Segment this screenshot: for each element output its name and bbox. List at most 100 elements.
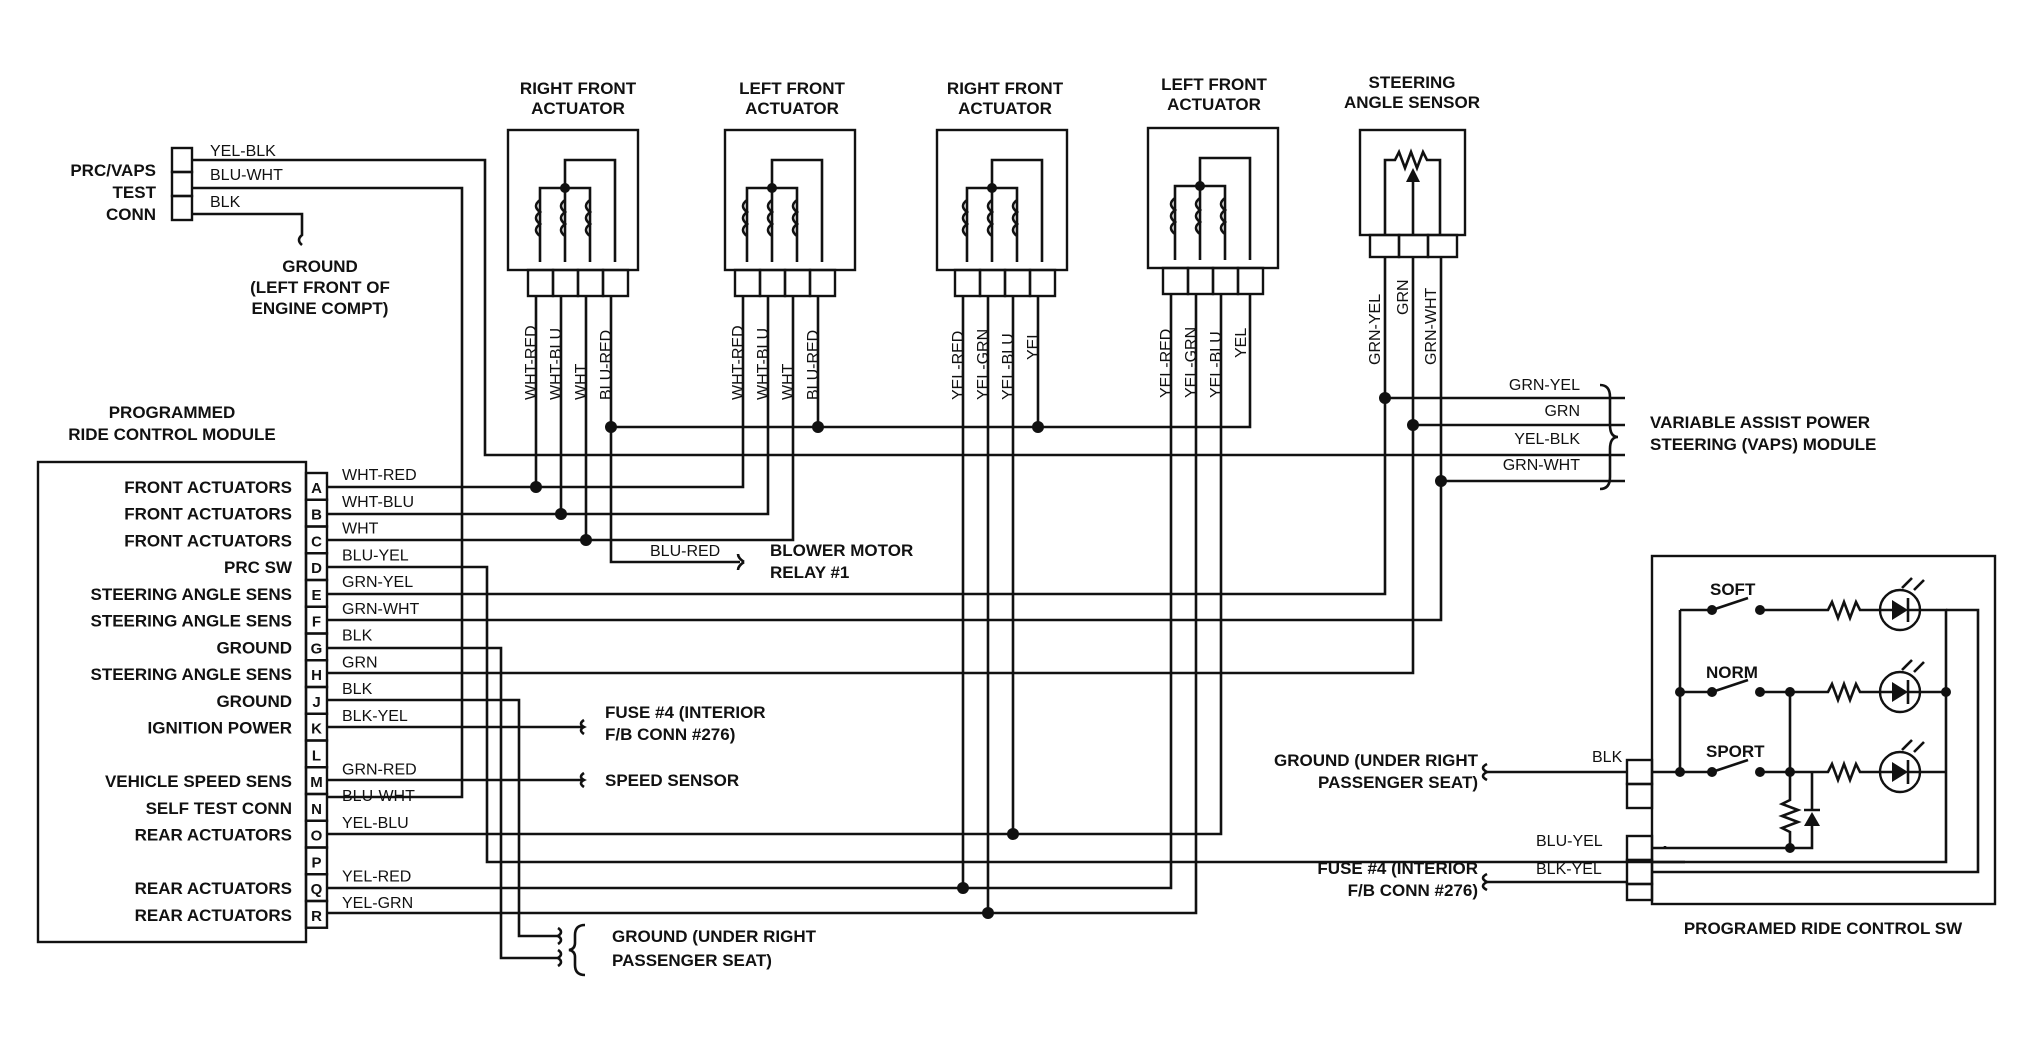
- module-pin-letter: M: [310, 774, 323, 791]
- module-wire-label: BLU-WHT: [342, 788, 415, 805]
- wire-label: GRN: [1395, 279, 1412, 315]
- module-pin-label: STEERING ANGLE SENS: [90, 665, 292, 684]
- wire-label: YEL-BLU: [1208, 331, 1225, 398]
- switch-ground-label: GROUND (UNDER RIGHT: [1274, 751, 1479, 770]
- wire-label: YEL-GRN: [1183, 327, 1200, 398]
- module-pin-letter: N: [311, 801, 322, 818]
- wire-label: WHT-BLU: [548, 328, 565, 400]
- module-wire-label: WHT-RED: [342, 467, 417, 484]
- fuse-label: F/B CONN #276): [605, 725, 735, 744]
- module-pin-label: GROUND: [216, 692, 292, 711]
- speed-sensor-label: SPEED SENSOR: [605, 771, 739, 790]
- left-destinations: FUSE #4 (INTERIOR F/B CONN #276) SPEED S…: [555, 703, 817, 977]
- module-wire-label: GRN: [342, 654, 378, 671]
- module-wire-label: GRN-WHT: [342, 601, 420, 618]
- wire-label: WHT-RED: [523, 325, 540, 400]
- module-pin-letter: B: [311, 507, 322, 524]
- module-pin-list: A FRONT ACTUATORS WHT-RED B FRONT ACTUATORS W…: [90, 467, 420, 929]
- module-title: RIDE CONTROL MODULE: [68, 425, 275, 444]
- module-pin-letter: L: [312, 747, 321, 764]
- module-pin-letter: G: [311, 640, 323, 657]
- wire-label: GRN-YEL: [1367, 294, 1384, 365]
- module-pin-label: REAR ACTUATORS: [135, 879, 292, 898]
- ride-control-switch: SOFT NORM SPORT PROGRAMED RI: [1274, 554, 1997, 938]
- actuator-left-front-2: LEFT FRONT ACTUATOR YEL-RED YEL-GRN YEL-…: [1146, 75, 1280, 398]
- ground-label: GROUND (UNDER RIGHT: [612, 927, 817, 946]
- actuator-title: RIGHT FRONT: [947, 79, 1064, 98]
- module-pin-letter: O: [311, 828, 323, 845]
- sensor-title: STEERING: [1369, 73, 1456, 92]
- wire-label: YEL-RED: [1158, 329, 1175, 398]
- fuse-label: FUSE #4 (INTERIOR: [605, 703, 766, 722]
- wire-label: BLU-WHT: [210, 167, 283, 184]
- actuator-title: RIGHT FRONT: [520, 79, 637, 98]
- module-wire-label: GRN-RED: [342, 761, 417, 778]
- module-pin-letter: F: [312, 614, 321, 631]
- wire-label: YEL: [1025, 330, 1042, 360]
- switch-ground-label: PASSENGER SEAT): [1318, 773, 1478, 792]
- module-pin-letter: E: [311, 587, 321, 604]
- actuator-right-front-2: RIGHT FRONT ACTUATOR YEL-RED YEL-GRN YEL…: [935, 79, 1069, 400]
- prc-vaps-test-connector: PRC/VAPS TEST CONN YEL-BLK BLU-WHT BLK G…: [70, 143, 390, 318]
- module-wire-label: YEL-RED: [342, 868, 411, 885]
- harness-wires: [327, 258, 1685, 960]
- splice-dots: [530, 392, 1447, 919]
- module-wire-label: GRN-YEL: [342, 574, 413, 591]
- wire-label: WHT-BLU: [755, 328, 772, 400]
- module-pin-label: FRONT ACTUATORS: [124, 531, 292, 550]
- module-wire-label: BLK: [342, 628, 373, 645]
- wire-label: BLU-YEL: [1536, 833, 1603, 850]
- ground-label-2: (LEFT FRONT OF: [250, 278, 390, 297]
- wire-label: BLU-RED: [805, 330, 822, 400]
- wire-label: YEL-BLK: [210, 143, 276, 160]
- wire-label: WHT: [780, 363, 797, 400]
- steering-angle-sensor: STEERING ANGLE SENSOR GRN-YEL GRN GRN-WH…: [1344, 73, 1480, 365]
- actuator-title: LEFT FRONT: [739, 79, 845, 98]
- module-wire-label: WHT: [342, 521, 379, 538]
- module-pin-letter: H: [311, 667, 322, 684]
- wire-label: YEL: [1233, 328, 1250, 358]
- vaps-title: VARIABLE ASSIST POWER: [1650, 413, 1870, 432]
- module-pin-letter: D: [311, 560, 322, 577]
- module-pin-label: REAR ACTUATORS: [135, 906, 292, 925]
- blower-label: RELAY #1: [770, 563, 849, 582]
- wire-label: WHT: [573, 363, 590, 400]
- switch-title: PROGRAMED RIDE CONTROL SW: [1684, 919, 1963, 938]
- module-wire-label: WHT-BLU: [342, 494, 414, 511]
- wire-label: GRN-YEL: [1509, 377, 1580, 394]
- ground-label-1: GROUND: [282, 257, 358, 276]
- switch-fuse-label: F/B CONN #276): [1348, 881, 1478, 900]
- switch-mode-norm: NORM: [1706, 663, 1758, 682]
- module-pin-letter: J: [312, 694, 320, 711]
- actuator-right-front-1: RIGHT FRONT ACTUATOR WHT-RED WHT-BLU WHT…: [506, 79, 640, 400]
- module-wire-label: BLK: [342, 681, 373, 698]
- test-conn-title-2: TEST: [113, 183, 157, 202]
- actuator-left-front-1: LEFT FRONT ACTUATOR WHT-RED WHT-BLU WHT …: [723, 79, 857, 400]
- module-pin-label: FRONT ACTUATORS: [124, 505, 292, 524]
- blower-motor-relay: BLU-RED BLOWER MOTOR RELAY #1: [650, 541, 913, 582]
- module-pin-letter: Q: [311, 881, 323, 898]
- test-conn-title-3: CONN: [106, 205, 156, 224]
- actuator-title: ACTUATOR: [958, 99, 1052, 118]
- wire-label: BLK: [210, 194, 241, 211]
- module-pin-letter: R: [311, 908, 322, 925]
- test-conn-title-1: PRC/VAPS: [70, 161, 156, 180]
- module-pin-letter: A: [311, 480, 322, 497]
- actuator-title: ACTUATOR: [531, 99, 625, 118]
- switch-fuse-label: FUSE #4 (INTERIOR: [1317, 859, 1478, 878]
- vaps-title: STEERING (VAPS) MODULE: [1650, 435, 1876, 454]
- module-pin-label: REAR ACTUATORS: [135, 826, 292, 845]
- wire-label: BLU-RED: [598, 330, 615, 400]
- wire-label: YEL-RED: [950, 331, 967, 400]
- module-wire-label: YEL-BLU: [342, 815, 409, 832]
- actuator-title: ACTUATOR: [1167, 95, 1261, 114]
- module-pin-label: STEERING ANGLE SENS: [90, 585, 292, 604]
- wire-label: GRN: [1544, 403, 1580, 420]
- module-wire-label: YEL-GRN: [342, 895, 413, 912]
- module-wire-label: BLU-YEL: [342, 547, 409, 564]
- ground-label: PASSENGER SEAT): [612, 951, 772, 970]
- wire-label: YEL-BLU: [1000, 333, 1017, 400]
- wire-label: BLU-RED: [650, 543, 720, 560]
- actuator-title: LEFT FRONT: [1161, 75, 1267, 94]
